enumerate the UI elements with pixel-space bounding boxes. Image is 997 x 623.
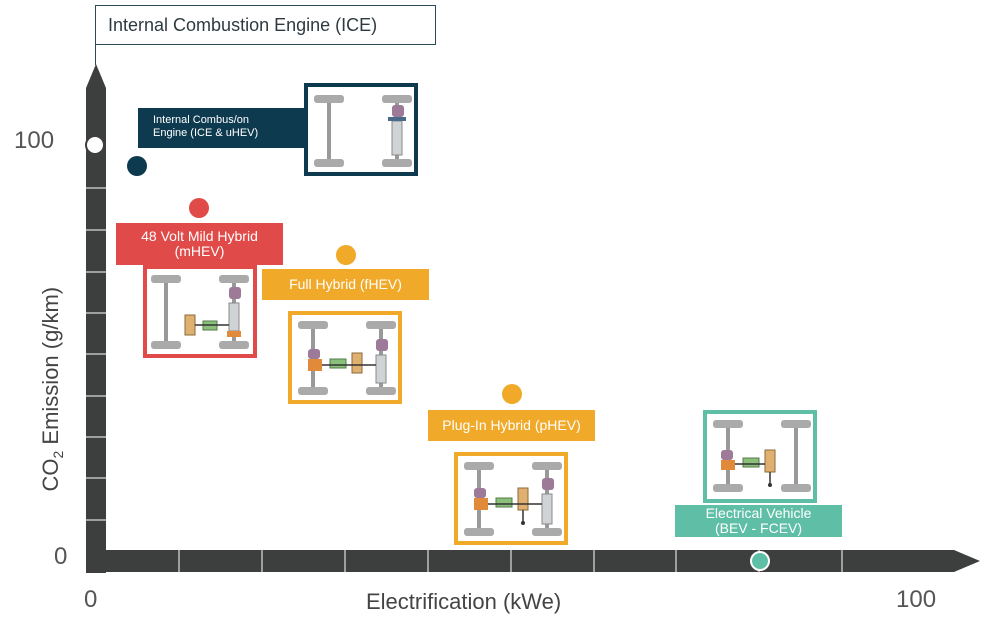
x-max-label: 100	[896, 586, 937, 613]
x-axis-arrow	[954, 550, 980, 572]
ice-origin-marker	[85, 135, 105, 155]
y-axis-bar	[86, 88, 106, 573]
ev-drivetrain-icon	[713, 420, 811, 492]
ev-point	[750, 551, 770, 571]
phev-label: Plug-In Hybrid (pHEV)	[428, 410, 595, 441]
mhev-car-diagram	[143, 265, 257, 358]
phev-drivetrain-icon	[464, 462, 562, 536]
y-axis-arrow	[86, 64, 106, 88]
fhev-drivetrain-icon	[298, 321, 396, 395]
ice-connector	[138, 108, 310, 148]
fhev-car-diagram	[288, 311, 402, 404]
x-axis-title: Electrification (kWe)	[366, 589, 562, 614]
mhev-label: 48 Volt Mild Hybrid(mHEV)	[116, 223, 283, 265]
ice-point	[127, 156, 147, 176]
y-axis-title: CO2 Emission (g/km)	[37, 286, 67, 492]
y-max-label: 100	[14, 127, 55, 154]
fhev-label: Full Hybrid (fHEV)	[262, 269, 429, 300]
ice-drivetrain-icon	[314, 95, 412, 167]
fhev-point	[336, 245, 356, 265]
mhev-drivetrain-icon	[151, 275, 249, 349]
x-axis-bar	[86, 550, 954, 572]
ev-car-diagram	[703, 410, 817, 503]
x-min-label: 0	[84, 586, 98, 613]
phev-car-diagram	[454, 452, 568, 545]
phev-point	[502, 384, 522, 404]
mhev-point	[189, 198, 209, 218]
ev-label: Electrical Vehicle(BEV - FCEV)	[675, 505, 842, 537]
ice-car-diagram	[304, 83, 418, 176]
y-min-label: 0	[54, 543, 68, 570]
title-connector	[95, 5, 96, 65]
diagram-title: Internal Combustion Engine (ICE)	[96, 5, 436, 45]
